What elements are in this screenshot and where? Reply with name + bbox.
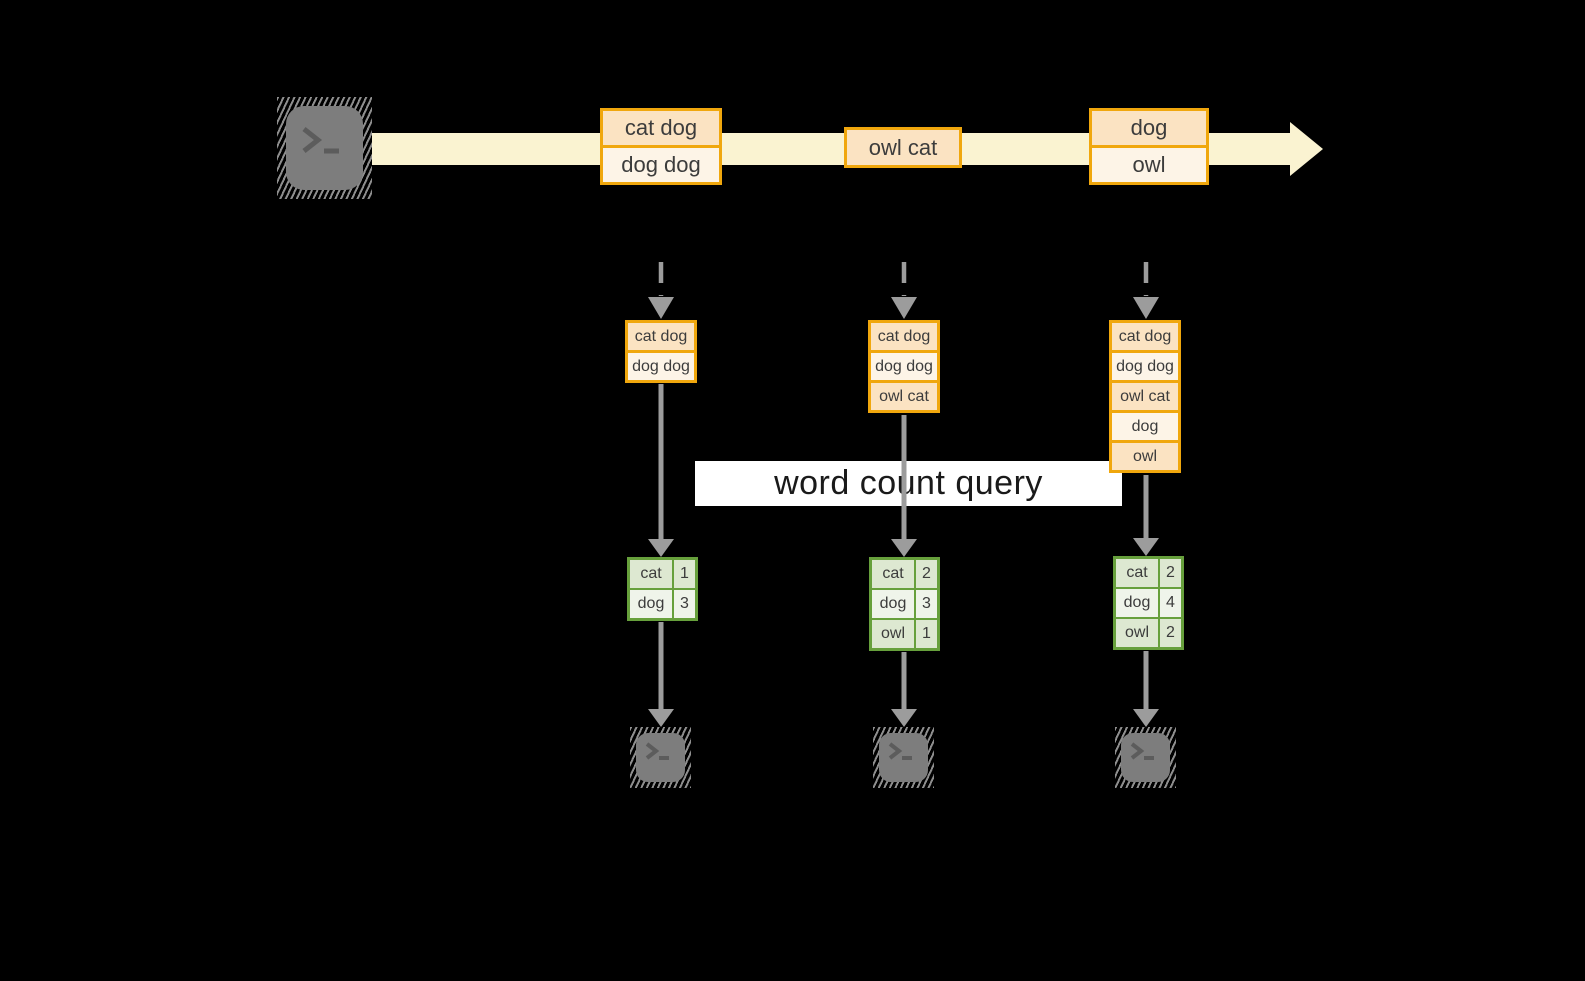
count-cell: 1 bbox=[674, 560, 695, 588]
query-banner-label: word count query bbox=[774, 464, 1043, 502]
word-cell: owl bbox=[1116, 619, 1158, 647]
count-cell: 3 bbox=[674, 590, 695, 618]
dashed-arrow-col1 bbox=[648, 262, 674, 319]
solid-arrow-col2-to-sink bbox=[891, 652, 917, 727]
word-cell: dog bbox=[1116, 589, 1158, 617]
word-cell: dog bbox=[630, 590, 672, 618]
terminal-screen bbox=[1121, 733, 1170, 782]
query-banner: word count query bbox=[695, 461, 1122, 506]
state-item: dog dog bbox=[625, 350, 697, 383]
prompt-glyph-icon bbox=[645, 742, 669, 760]
word-cell: cat bbox=[872, 560, 914, 588]
state-item: owl cat bbox=[1109, 380, 1181, 413]
solid-arrow-col1-to-table bbox=[648, 384, 674, 557]
state-item: owl bbox=[1109, 440, 1181, 473]
batch-item: dog dog bbox=[600, 145, 722, 185]
state-item: dog dog bbox=[868, 350, 940, 383]
stream-arrowhead bbox=[1290, 122, 1323, 176]
sink-terminal-icon-2 bbox=[873, 727, 934, 788]
state-item: cat dog bbox=[1109, 320, 1181, 353]
solid-arrow-col3-to-table bbox=[1133, 475, 1159, 556]
batch-item: owl bbox=[1089, 145, 1209, 185]
solid-arrow-col1-to-sink bbox=[648, 622, 674, 727]
state-item: dog dog bbox=[1109, 350, 1181, 383]
stream-batch-3: dog owl bbox=[1089, 108, 1209, 185]
terminal-screen bbox=[636, 733, 685, 782]
stream-batch-2: owl cat bbox=[844, 127, 962, 168]
solid-arrow-col3-to-sink bbox=[1133, 651, 1159, 727]
word-cell: owl bbox=[872, 620, 914, 648]
count-cell: 1 bbox=[916, 620, 937, 648]
state-item: owl cat bbox=[868, 380, 940, 413]
source-terminal-icon bbox=[277, 97, 372, 199]
prompt-glyph-icon bbox=[302, 127, 339, 154]
dashed-arrow-col3 bbox=[1133, 262, 1159, 319]
batch-item: owl cat bbox=[844, 127, 962, 168]
stream-batch-1: cat dog dog dog bbox=[600, 108, 722, 185]
count-cell: 2 bbox=[1160, 619, 1181, 647]
prompt-glyph-icon bbox=[1130, 742, 1154, 760]
count-table-col1: cat 1 dog 3 bbox=[627, 557, 698, 621]
word-cell: cat bbox=[630, 560, 672, 588]
sink-terminal-icon-1 bbox=[630, 727, 691, 788]
dashed-arrow-col2 bbox=[891, 262, 917, 319]
count-table-col2: cat 2 dog 3 owl 1 bbox=[869, 557, 940, 651]
batch-item: cat dog bbox=[600, 108, 722, 148]
count-cell: 4 bbox=[1160, 589, 1181, 617]
state-item: cat dog bbox=[868, 320, 940, 353]
state-stack-col2: cat dog dog dog owl cat bbox=[868, 320, 940, 413]
state-item: dog bbox=[1109, 410, 1181, 443]
terminal-screen bbox=[879, 733, 928, 782]
terminal-screen bbox=[286, 106, 363, 190]
word-cell: cat bbox=[1116, 559, 1158, 587]
count-cell: 3 bbox=[916, 590, 937, 618]
batch-item: dog bbox=[1089, 108, 1209, 148]
state-item: cat dog bbox=[625, 320, 697, 353]
sink-terminal-icon-3 bbox=[1115, 727, 1176, 788]
count-cell: 2 bbox=[1160, 559, 1181, 587]
count-table-col3: cat 2 dog 4 owl 2 bbox=[1113, 556, 1184, 650]
word-cell: dog bbox=[872, 590, 914, 618]
state-stack-col1: cat dog dog dog bbox=[625, 320, 697, 383]
state-stack-col3: cat dog dog dog owl cat dog owl bbox=[1109, 320, 1181, 473]
count-cell: 2 bbox=[916, 560, 937, 588]
prompt-glyph-icon bbox=[888, 742, 912, 760]
